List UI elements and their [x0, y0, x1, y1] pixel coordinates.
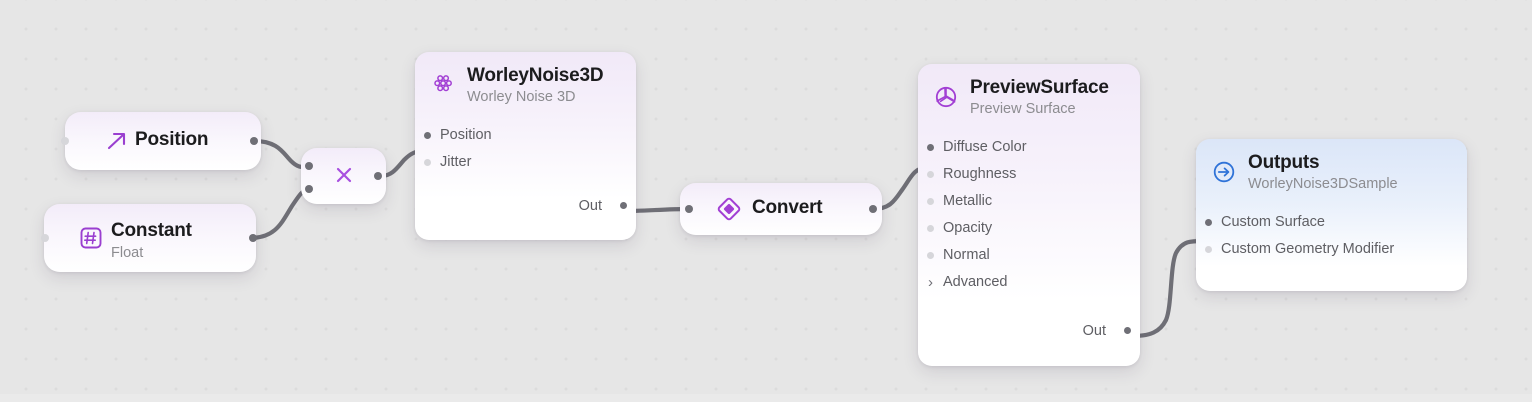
multiply-icon [334, 165, 354, 185]
port-label-position: Position [440, 127, 492, 144]
node-preview-ports: Diffuse Color Roughness Metallic Opacity… [918, 134, 1140, 296]
port-label-roughness: Roughness [943, 166, 1017, 183]
port-row-diffuse-color[interactable]: Diffuse Color [918, 134, 1140, 161]
node-worley-header: WorleyNoise3D Worley Noise 3D [415, 52, 636, 106]
port-row-position[interactable]: Position [415, 122, 636, 149]
port-multiply-out[interactable] [374, 172, 382, 180]
arrow-up-right-icon [105, 130, 129, 152]
node-convert[interactable]: Convert [680, 183, 882, 235]
node-constant-subtitle: Float [111, 245, 144, 261]
port-constant-unused[interactable] [41, 234, 49, 242]
port-convert-in[interactable] [685, 205, 693, 213]
node-preview-surface[interactable]: PreviewSurface Preview Surface Diffuse C… [918, 64, 1140, 366]
port-row-roughness[interactable]: Roughness [918, 161, 1140, 188]
diamond-icon [716, 196, 742, 222]
port-position-out[interactable] [250, 137, 258, 145]
port-dot-preview-out[interactable] [1124, 327, 1131, 334]
canvas-bottom-strip [0, 394, 1532, 402]
node-multiply[interactable] [301, 148, 386, 204]
port-multiply-in-b[interactable] [305, 185, 313, 193]
port-multiply-in-a[interactable] [305, 162, 313, 170]
port-dot-custom-geometry-modifier[interactable] [1205, 245, 1212, 253]
node-worley-noise-3d[interactable]: WorleyNoise3D Worley Noise 3D Position J… [415, 52, 636, 240]
port-label-advanced: Advanced [943, 274, 1008, 291]
port-label-custom-surface: Custom Surface [1221, 214, 1325, 231]
port-row-advanced[interactable]: › Advanced [918, 269, 1140, 296]
port-convert-out[interactable] [869, 205, 877, 213]
port-position-unused[interactable] [61, 137, 69, 145]
port-label-metallic: Metallic [943, 193, 993, 210]
node-constant[interactable]: Constant Float [41, 204, 257, 272]
cell-cluster-icon [430, 72, 456, 98]
port-dot-metallic[interactable] [927, 197, 934, 205]
port-label-opacity: Opacity [943, 220, 993, 237]
port-label-preview-out: Out [1082, 322, 1106, 339]
port-row-preview-out[interactable]: Out [1083, 317, 1140, 344]
wire-constant-to-multiply [247, 187, 310, 241]
port-label-jitter: Jitter [440, 154, 472, 171]
node-constant-title: Constant [111, 220, 192, 241]
node-preview-title: PreviewSurface [970, 77, 1109, 98]
port-row-opacity[interactable]: Opacity [918, 215, 1140, 242]
port-label-diffuse-color: Diffuse Color [943, 139, 1027, 156]
port-row-worley-out[interactable]: Out [579, 192, 636, 219]
port-label-normal: Normal [943, 247, 990, 264]
node-worley-ports: Position Jitter [415, 122, 636, 176]
port-dot-worley-out[interactable] [620, 202, 627, 209]
port-label-worley-out: Out [578, 197, 602, 214]
port-dot-custom-surface[interactable] [1205, 218, 1212, 226]
port-dot-opacity[interactable] [927, 224, 934, 232]
wire-position-to-multiply [251, 138, 310, 170]
port-row-metallic[interactable]: Metallic [918, 188, 1140, 215]
node-worley-subtitle: Worley Noise 3D [467, 88, 576, 105]
node-outputs[interactable]: Outputs WorleyNoise3DSample Custom Surfa… [1196, 139, 1467, 291]
port-dot-position[interactable] [424, 131, 431, 139]
port-dot-jitter[interactable] [424, 158, 431, 166]
port-label-custom-geometry-modifier: Custom Geometry Modifier [1221, 241, 1395, 258]
node-outputs-title: Outputs [1248, 152, 1320, 173]
node-position[interactable]: Position [61, 112, 261, 170]
port-constant-out[interactable] [249, 234, 257, 242]
hash-square-icon [79, 226, 103, 250]
node-worley-title: WorleyNoise3D [467, 65, 604, 86]
node-outputs-ports: Custom Surface Custom Geometry Modifier [1196, 209, 1467, 263]
aperture-icon [933, 84, 959, 110]
port-row-custom-geometry-modifier[interactable]: Custom Geometry Modifier [1196, 236, 1467, 263]
port-row-normal[interactable]: Normal [918, 242, 1140, 269]
node-preview-subtitle: Preview Surface [970, 100, 1076, 117]
node-outputs-header: Outputs WorleyNoise3DSample [1196, 139, 1467, 193]
port-dot-diffuse-color[interactable] [927, 143, 934, 151]
node-convert-title: Convert [752, 197, 823, 218]
arrow-right-circle-icon [1211, 159, 1237, 185]
port-dot-roughness[interactable] [927, 170, 934, 178]
port-row-custom-surface[interactable]: Custom Surface [1196, 209, 1467, 236]
port-row-jitter[interactable]: Jitter [415, 149, 636, 176]
node-position-title: Position [135, 129, 209, 150]
node-preview-header: PreviewSurface Preview Surface [918, 64, 1140, 118]
node-outputs-subtitle: WorleyNoise3DSample [1248, 175, 1398, 192]
chevron-right-icon[interactable]: › [928, 273, 933, 291]
port-dot-normal[interactable] [927, 251, 934, 259]
